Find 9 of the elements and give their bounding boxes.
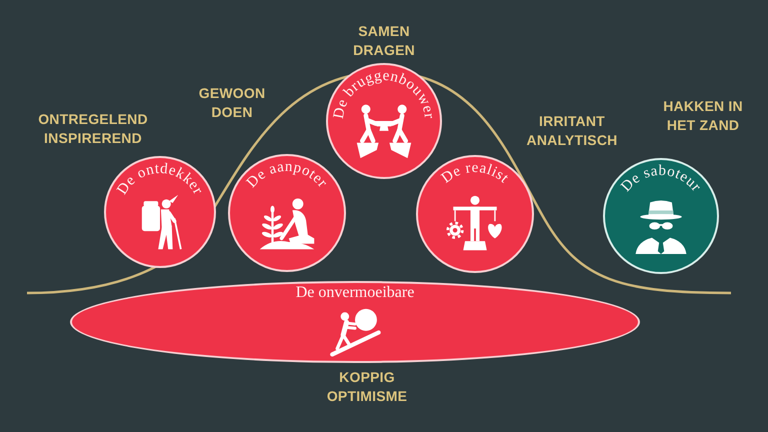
persona-name: De realist <box>438 160 512 187</box>
persona-name: De onvermoeibare <box>296 284 414 302</box>
trait-label: HAKKEN IN HET ZAND <box>662 97 744 135</box>
trait-label: SAMEN DRAGEN <box>352 22 416 60</box>
trait-label: KOPPIG OPTIMISME <box>326 368 408 406</box>
trait-label: ONTREGELEND INSPIREREND <box>37 110 149 148</box>
trait-label: GEWOON DOEN <box>198 84 266 122</box>
persona-name: De aanpoter <box>244 158 330 192</box>
trait-label: IRRITANT ANALYTISCH <box>526 112 618 150</box>
